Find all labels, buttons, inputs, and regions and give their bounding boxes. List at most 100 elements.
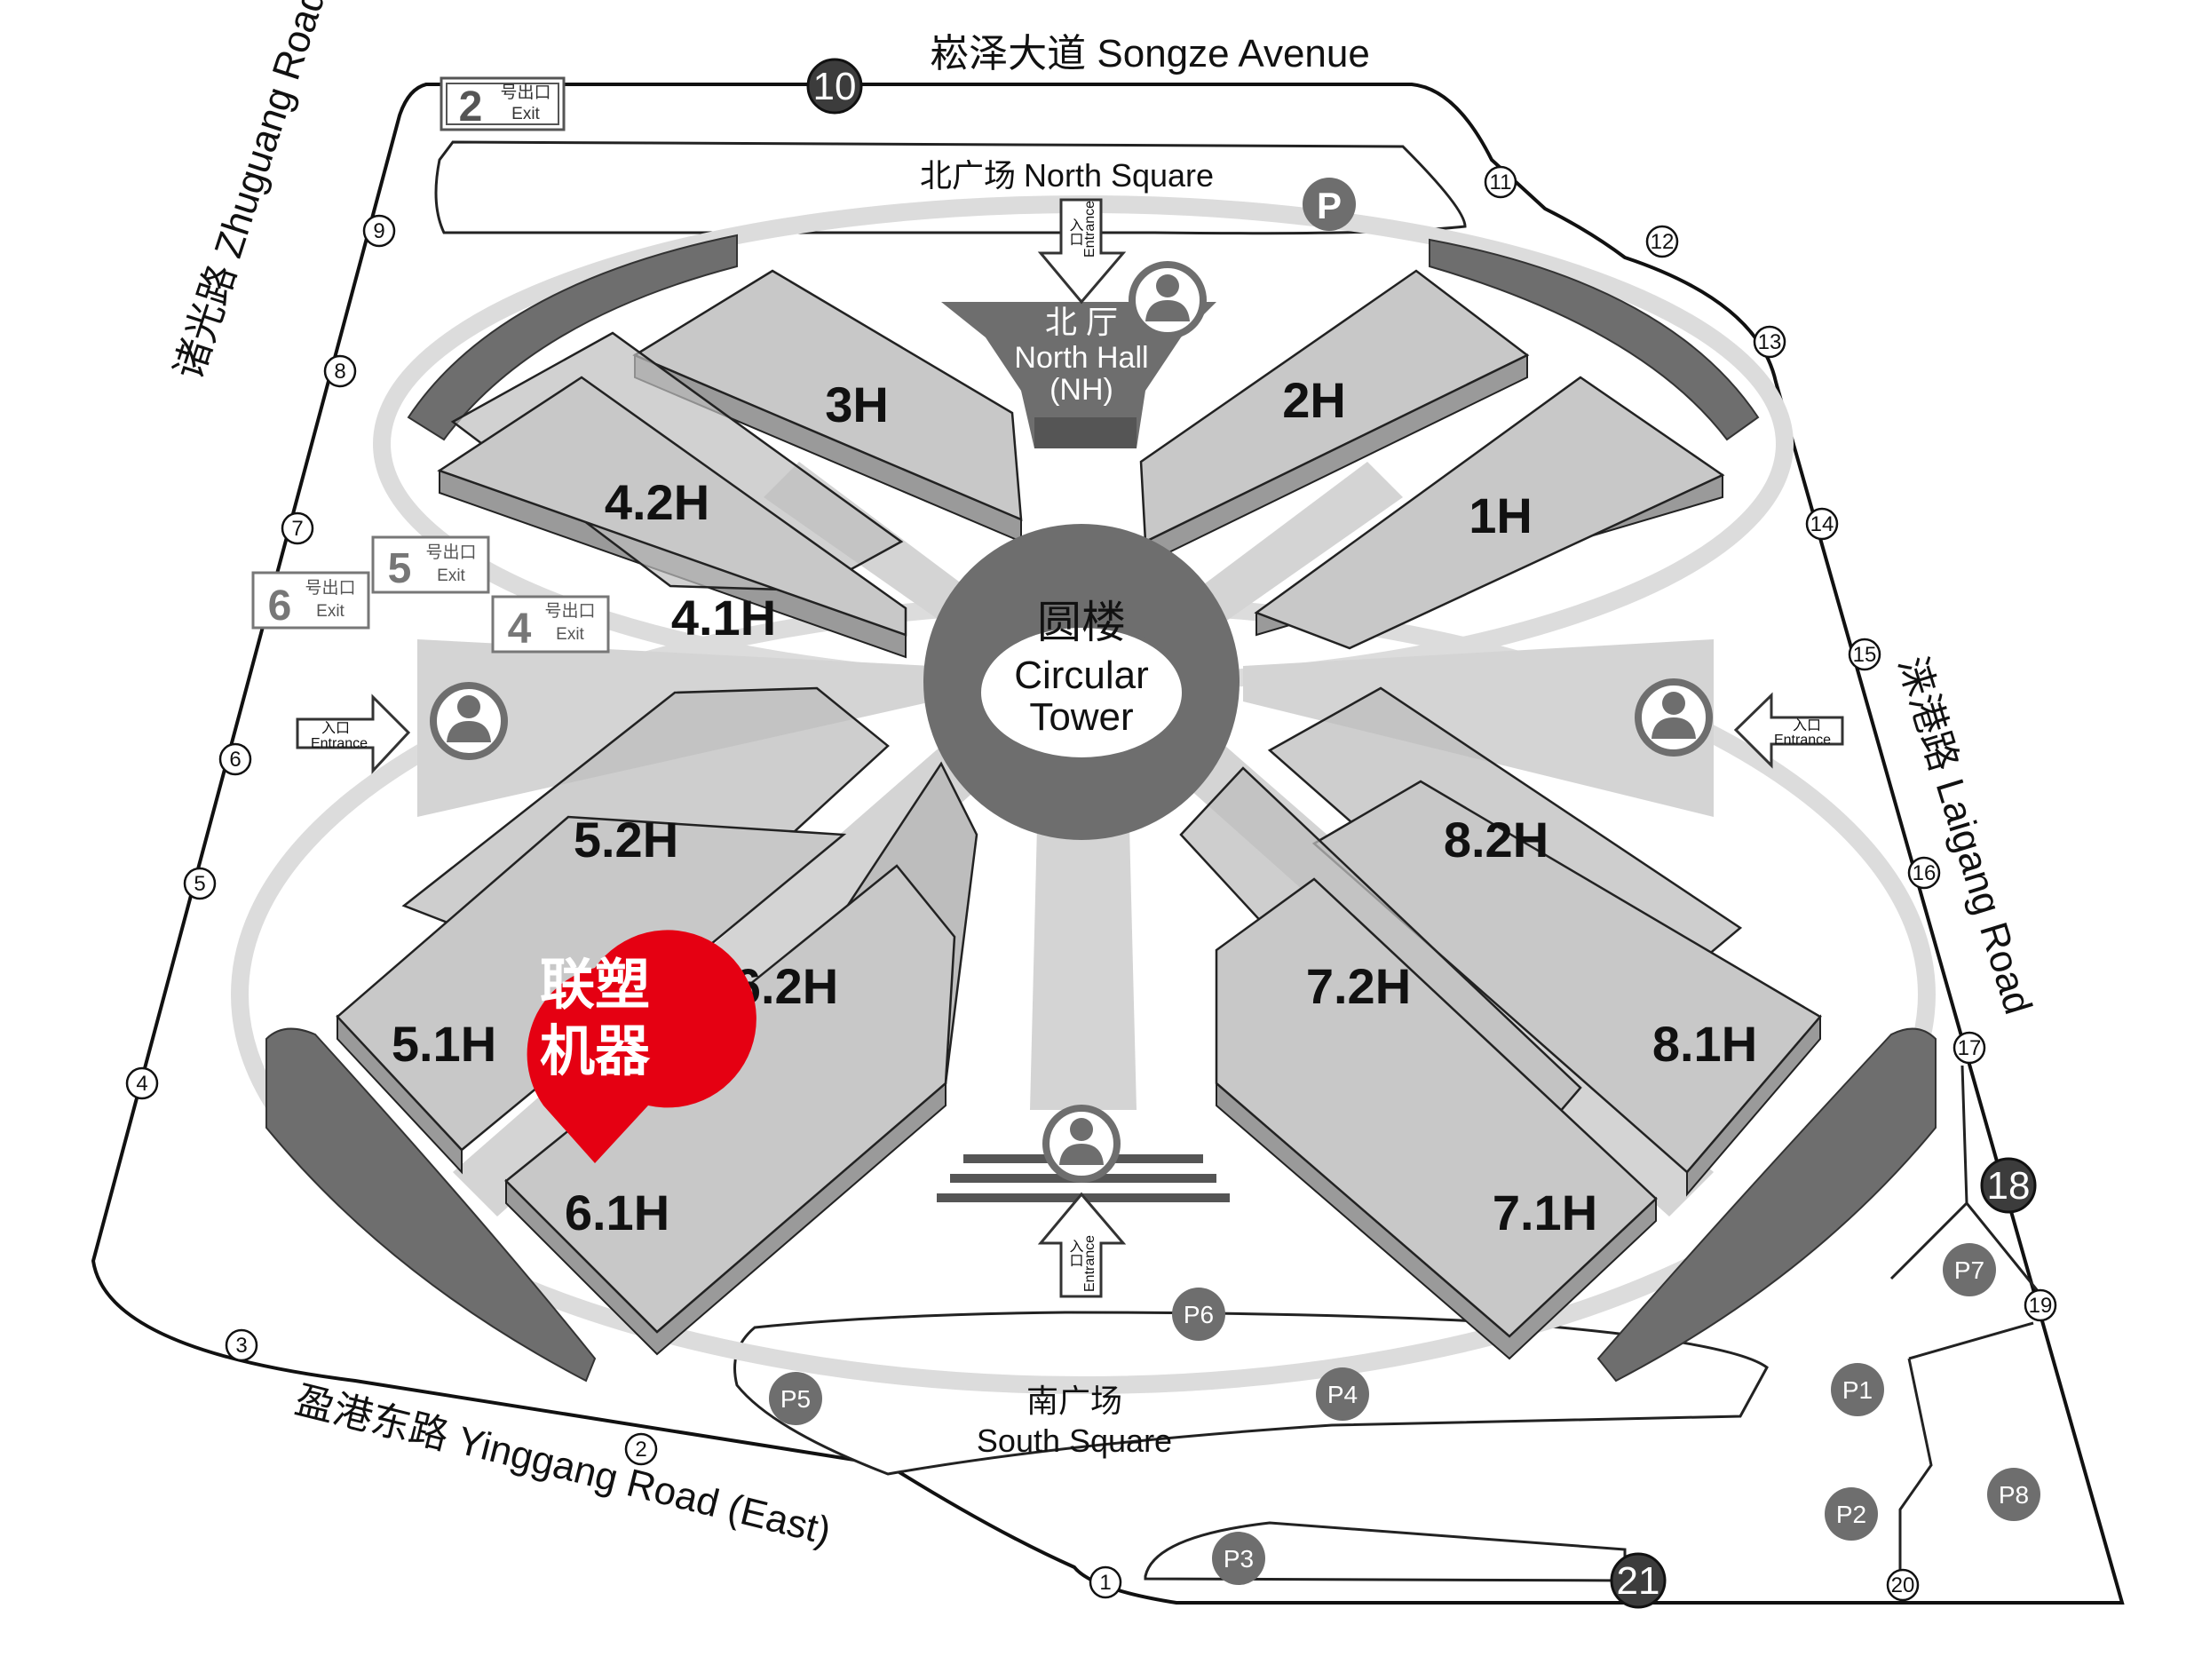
hall-61h (504, 864, 956, 1334)
gate-6-label: 6 (229, 748, 241, 772)
dark-building-nw (407, 234, 738, 441)
exit-4-cn: 号出口 (544, 601, 595, 621)
dark-building-ne (1429, 238, 1760, 441)
gate-1-marker: 1 (1089, 1565, 1122, 1599)
road-west-label: 诸光路 Zhuguang Road (167, 0, 335, 384)
parking-lot-p6: P6 (1172, 1288, 1225, 1341)
gate-12-label: 12 (1651, 230, 1675, 254)
gate-19-marker: 19 (2024, 1288, 2057, 1322)
walkway-east (1243, 639, 1714, 817)
gate-16-label: 16 (1913, 861, 1937, 885)
parking-lot-p3: P3 (1212, 1532, 1265, 1585)
parking-icon-main: P (1303, 178, 1356, 231)
gate-14-marker: 14 (1805, 507, 1839, 541)
walkway-ne (1190, 462, 1403, 622)
gate-21-label: 21 (1617, 1559, 1660, 1603)
gate-15-label: 15 (1853, 643, 1877, 667)
gate-11-marker: 11 (1484, 165, 1517, 199)
hall-42h-label: 4.2H (605, 474, 709, 530)
hall-72h-label: 7.2H (1306, 958, 1411, 1014)
north-square-en: North Square (1024, 157, 1214, 194)
hall-1h (1254, 376, 1725, 650)
exit-6-en: Exit (316, 602, 345, 621)
parking-lot-p4: P4 (1316, 1367, 1369, 1421)
east-parking-lanes (1889, 1065, 2044, 1581)
road-south-label: 盈港东路 Yinggang Road (East) (291, 1378, 836, 1553)
booth-marker-line1: 联塑 (540, 955, 650, 1016)
entrance-arrow-north: Entrance 入口 (1037, 198, 1127, 305)
gate-5-marker: 5 (183, 867, 217, 900)
hall-82h-label: 8.2H (1444, 812, 1549, 868)
north-hall-en: North Hall (1014, 341, 1148, 375)
exit-4-num: 4 (508, 606, 532, 653)
parking-main-label: P (1317, 185, 1342, 226)
booth-marker-line2: 机器 (540, 1021, 651, 1082)
info-person-icon-west (430, 682, 508, 760)
gate-8-marker: 8 (323, 354, 357, 388)
parking-lot-p7-label: P7 (1954, 1256, 1984, 1284)
dark-building-se (1596, 1027, 1937, 1383)
exit-2-num: 2 (459, 83, 483, 131)
south-square-en: South Square (977, 1422, 1172, 1459)
parking-lot-p7: P7 (1943, 1243, 1996, 1296)
tower-label-cn: 圆楼 (1037, 598, 1126, 647)
exit-5-num: 5 (388, 545, 412, 592)
gate-11-label: 11 (1490, 170, 1512, 194)
entrance-arrow-south: Entrance 入口 (1037, 1192, 1127, 1298)
gate-10-label: 10 (813, 65, 857, 108)
exit-sign-4: 4 号出口 Exit (491, 595, 610, 654)
gate-2-marker: 2 (624, 1432, 658, 1466)
parking-lot-p1-label: P1 (1842, 1376, 1873, 1404)
gate-4-label: 4 (136, 1072, 147, 1096)
gate-3-label: 3 (235, 1334, 247, 1358)
road-north-label: 崧泽大道 Songze Avenue (930, 32, 1370, 75)
exit-2-en: Exit (511, 105, 540, 123)
parking-lot-p4-label: P4 (1327, 1381, 1358, 1408)
booth-marker-pin[interactable]: 联塑 机器 (527, 930, 756, 1163)
hall-41h (437, 376, 907, 637)
gate-6-marker: 6 (218, 742, 252, 776)
gate-19-label: 19 (2029, 1294, 2053, 1318)
info-person-icon-north (1129, 261, 1207, 339)
exit-6-num: 6 (268, 582, 292, 630)
hall-81h-label: 8.1H (1652, 1016, 1757, 1072)
entrance-north-cn: 入口 (1067, 218, 1084, 246)
gate-1-label: 1 (1099, 1571, 1111, 1595)
gate-4-marker: 4 (125, 1066, 159, 1100)
entrance-arrow-east: 入口 Entrance (1733, 692, 1844, 769)
north-square-cn: 北广场 (920, 157, 1016, 194)
south-lane (1144, 1521, 1627, 1582)
entrance-east-en: Entrance (1774, 733, 1831, 748)
exit-5-en: Exit (437, 567, 465, 585)
gate-9-marker: 9 (362, 214, 396, 248)
hall-51h-label: 5.1H (392, 1016, 496, 1072)
gate-2-label: 2 (635, 1438, 646, 1462)
hall-81h (1311, 780, 1822, 1174)
north-hall-cn: 北 厅 (1045, 304, 1118, 340)
gate-17-label: 17 (1958, 1036, 1982, 1060)
exit-6-cn: 号出口 (305, 578, 355, 598)
hall-41h-label: 4.1H (671, 590, 776, 646)
hall-1h-label: 1H (1469, 487, 1533, 543)
exit-5-cn: 号出口 (425, 543, 476, 562)
entrance-arrow-west: 入口 Entrance (296, 693, 411, 774)
gate-7-marker: 7 (281, 511, 314, 545)
walkway-south (1030, 755, 1137, 1110)
road-east-label: 涞港路 Laigang Road (1889, 652, 2040, 1019)
south-square-area (733, 1311, 1769, 1476)
entrance-west-en: Entrance (311, 736, 368, 751)
gate-13-marker: 13 (1753, 325, 1786, 359)
exit-4-en: Exit (556, 625, 584, 644)
gate-16-marker: 16 (1907, 856, 1941, 890)
hall-2h-label: 2H (1282, 372, 1346, 428)
gate-18-marker: 18 (1980, 1157, 2037, 1214)
gate-15-marker: 15 (1848, 638, 1881, 671)
gate-12-marker: 12 (1645, 225, 1679, 258)
north-hall-abbr: (NH) (1050, 373, 1113, 407)
gate-14-label: 14 (1810, 512, 1834, 536)
tower-core (978, 624, 1185, 761)
gate-13-label: 13 (1758, 330, 1782, 354)
gate-9-label: 9 (373, 219, 384, 243)
